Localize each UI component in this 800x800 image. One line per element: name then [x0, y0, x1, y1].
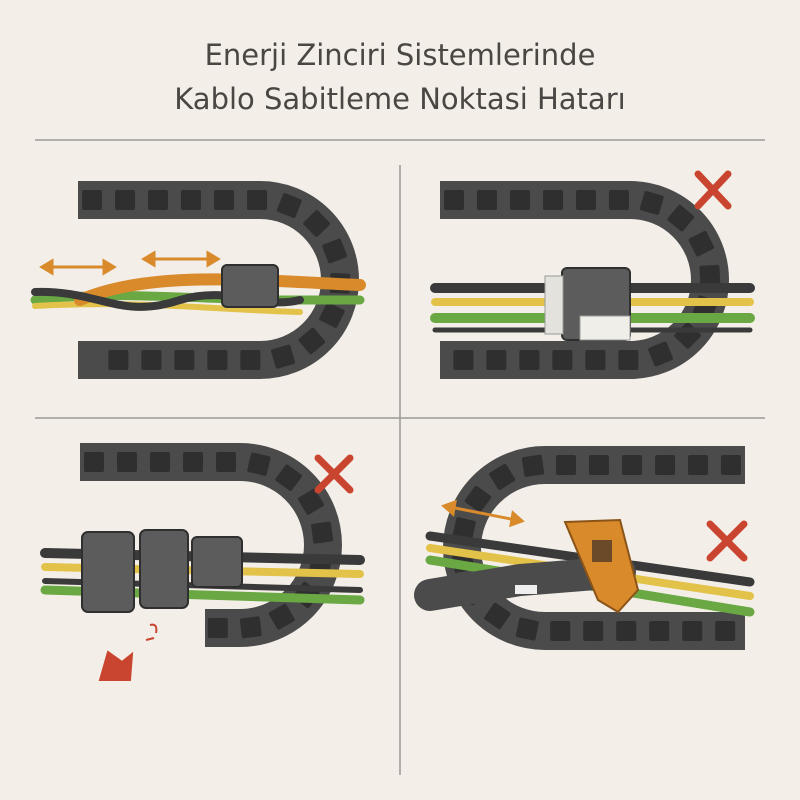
chain-link: [521, 454, 545, 477]
panel-3: [40, 443, 365, 681]
chain-link: [115, 190, 135, 210]
chain-link: [550, 621, 571, 641]
chain-link: [618, 350, 639, 371]
title-line-2: Kablo Sabitleme Noktasi Hatarı: [174, 82, 626, 116]
chain-link: [444, 190, 464, 210]
chain-link: [589, 455, 609, 475]
chain-link: [484, 602, 511, 630]
chain-link: [239, 616, 262, 639]
chain-link: [108, 350, 129, 370]
chain-link: [452, 517, 476, 541]
chain-link: [510, 190, 530, 210]
chain-link: [207, 350, 228, 370]
chain-link: [616, 621, 637, 641]
chain-link: [639, 191, 664, 215]
cross-icon: [314, 454, 354, 494]
energy-chain: [80, 443, 342, 647]
broken-cable-icon: [98, 623, 158, 681]
chain-link: [648, 341, 673, 367]
chain-link: [303, 210, 330, 237]
chain-link: [688, 230, 715, 257]
chain-link: [84, 452, 104, 472]
clamp-band: [544, 275, 564, 335]
chain-link: [214, 190, 234, 210]
chain-link: [275, 464, 302, 491]
chain-link: [150, 452, 170, 472]
chain-link: [141, 350, 162, 370]
chain-link: [489, 463, 516, 490]
double-arrow-icon: [39, 250, 221, 276]
chain-link: [688, 455, 708, 475]
chain-link: [322, 238, 347, 264]
chain-link: [298, 327, 326, 355]
chain-link: [276, 193, 302, 218]
chain-link: [117, 452, 137, 472]
panel-1: [30, 181, 366, 379]
panel-2: [430, 170, 755, 379]
chain-link: [311, 521, 334, 544]
clamp-band: [579, 315, 631, 341]
title-line-1: Enerji Zinciri Sistemlerinde: [204, 38, 596, 72]
chain-link: [271, 344, 295, 369]
chain-link: [174, 350, 195, 370]
chain-link: [82, 190, 102, 210]
chain-link: [207, 618, 228, 638]
chain-link: [247, 190, 267, 210]
cable-clamp: [221, 264, 279, 308]
conduit-label: [515, 585, 537, 594]
chain-link: [699, 264, 721, 286]
chain-link: [486, 350, 507, 370]
chain-link: [585, 350, 606, 370]
chain-link: [181, 190, 201, 210]
chain-link: [515, 617, 539, 641]
chain-link: [715, 621, 736, 641]
dividers: [35, 139, 765, 775]
chain-link: [247, 452, 271, 476]
chain-link: [453, 350, 474, 370]
chain-link: [609, 190, 629, 210]
chain-link: [477, 190, 497, 210]
chain-link: [148, 190, 168, 210]
cross-icon: [694, 170, 732, 210]
chain-link: [519, 350, 540, 370]
chain-link: [543, 190, 563, 210]
chain-link: [576, 190, 596, 210]
energy-chain: [443, 446, 745, 650]
chain-link: [649, 621, 670, 641]
chain-link: [464, 485, 492, 513]
chain-link: [319, 302, 345, 328]
cable-clamp: [563, 518, 640, 614]
chain-link: [240, 350, 261, 370]
chain-link: [552, 350, 573, 370]
chain-link: [297, 488, 324, 515]
chain-link: [268, 603, 295, 630]
cross-icon: [706, 520, 748, 562]
double-arrow-icon: [441, 499, 525, 528]
chain-links: [82, 190, 351, 370]
chain-link: [682, 621, 703, 641]
chain-link: [556, 455, 576, 475]
chain-link: [216, 452, 236, 472]
chain-link: [183, 452, 203, 472]
cables: [30, 273, 366, 315]
chain-link: [667, 204, 695, 232]
chain-link: [721, 455, 741, 476]
chain-link: [583, 621, 604, 641]
cable-clamps: [81, 529, 243, 613]
clamp-slot: [592, 540, 612, 562]
panel-4: [414, 446, 755, 650]
chain-link: [655, 455, 675, 475]
chain-link: [622, 455, 642, 475]
